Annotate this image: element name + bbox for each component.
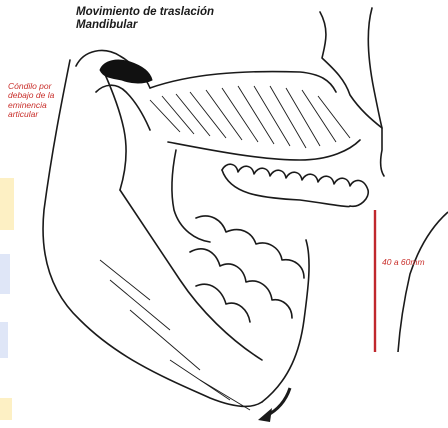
lower-teeth-1: [196, 216, 304, 278]
hatch-4: [190, 92, 226, 138]
hatch-7: [238, 86, 274, 144]
mandible-body-front: [262, 240, 309, 402]
hatch-12: [318, 96, 350, 138]
mandible-inner-line: [120, 190, 262, 360]
diagram-title: Movimiento de traslación Mandibular: [76, 6, 214, 31]
hatch-9: [270, 86, 306, 148]
coronoid-process: [172, 150, 210, 242]
hatch-ramus-1: [100, 260, 150, 300]
zygomatic-arch: [150, 72, 336, 92]
lower-teeth-2: [190, 249, 292, 318]
hatch-5: [206, 90, 242, 140]
title-line-1: Movimiento de traslación: [76, 6, 214, 19]
annotation-line-4: articular: [8, 110, 54, 119]
maxilla-lower-edge: [168, 140, 360, 160]
hatch-2: [162, 96, 194, 134]
mandible-ramus-back: [43, 60, 262, 406]
hatch-8: [254, 86, 290, 146]
hatch-ramus-2: [110, 280, 170, 330]
hatch-3: [176, 94, 210, 136]
lower-teeth-3: [196, 284, 250, 322]
hatch-chin: [200, 380, 250, 410]
condyle-annotation: Cóndilo por debajo de la eminencia artic…: [8, 82, 54, 119]
title-line-2: Mandibular: [76, 19, 214, 32]
hatch-ramus-3: [130, 310, 200, 370]
skull-back-line: [368, 8, 382, 128]
hatch-6: [222, 88, 258, 142]
measurement-label: 40 a 60mm: [382, 258, 425, 267]
hatch-1: [150, 100, 180, 132]
movement-arrow-icon: [258, 388, 290, 422]
profile-curve: [398, 212, 448, 352]
hatch-10: [286, 88, 320, 146]
